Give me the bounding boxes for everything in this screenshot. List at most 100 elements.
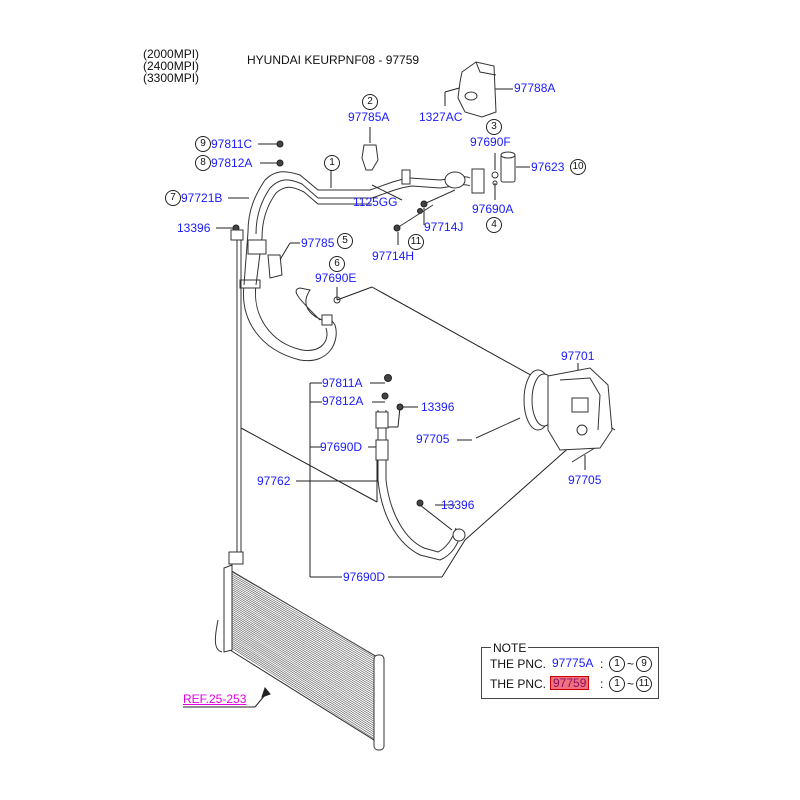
condenser-fin-line [231, 585, 377, 672]
condenser-fin-line [231, 571, 377, 657]
callout-8[interactable]: 8 [195, 155, 211, 171]
part-label-1327AC[interactable]: 1327AC [419, 110, 463, 124]
engine-variant-1: (2000MPI) [143, 47, 200, 61]
condenser-fin-line [231, 620, 377, 711]
callout-10[interactable]: 10 [570, 159, 586, 175]
condenser-fin-line [231, 608, 377, 698]
part-label-97701[interactable]: 97701 [561, 349, 595, 363]
part-label-97705-left[interactable]: 97705 [416, 432, 450, 446]
callout-11[interactable]: 11 [408, 234, 424, 250]
note-box [481, 647, 659, 699]
diagram-title: HYUNDAI KEURPNF08 - 97759 [247, 53, 420, 67]
engine-variant-2: (2400MPI) [143, 59, 200, 73]
part-label-97714J[interactable]: 97714J [424, 220, 464, 234]
condenser-fin-line [231, 587, 377, 674]
condenser-fin-line [231, 604, 377, 693]
condenser-fin-line [231, 626, 377, 717]
part-label-97623[interactable]: 97623 [531, 160, 565, 174]
callout-2[interactable]: 2 [362, 94, 378, 110]
condenser-fin-line [231, 577, 377, 663]
condenser-fin-line [231, 581, 377, 668]
suction-pipe [247, 168, 485, 239]
condenser-fin-line [231, 591, 377, 678]
condenser-fin-line [231, 632, 377, 723]
callout-5[interactable]: 5 [337, 233, 353, 249]
condenser-fin-line [231, 599, 377, 687]
note-row-1-from: 1 [609, 656, 625, 672]
part-label-97812A-top[interactable]: 97812A [211, 156, 253, 170]
callout-9[interactable]: 9 [195, 136, 211, 152]
condenser-fin-line [231, 639, 377, 732]
condenser-fin-line [231, 645, 377, 738]
condenser-fin-line [231, 636, 377, 728]
note-row-2-prefix: THE PNC. [490, 677, 547, 691]
part-label-97785A[interactable]: 97785A [348, 110, 390, 124]
note-row-1-to: 9 [636, 656, 652, 672]
condenser-fin-line [231, 597, 377, 685]
note-row-2-to: 11 [636, 676, 652, 692]
bracket-97788A [457, 61, 497, 118]
condenser-fin-line [231, 634, 377, 726]
condenser-fin-line [231, 610, 377, 700]
condenser-fin-line [231, 612, 377, 702]
note-row-1-colon: : [600, 657, 604, 671]
note-row-2-sep: ~ [627, 677, 635, 691]
note-row-2-from: 1 [609, 676, 625, 692]
part-label-97721B[interactable]: 97721B [181, 191, 223, 205]
callout-6[interactable]: 6 [329, 256, 345, 272]
condenser-fin-line [231, 614, 377, 704]
ref-link-25-253[interactable]: REF.25-253 [183, 692, 247, 706]
condenser-fin-line [231, 624, 377, 715]
condenser [214, 564, 385, 751]
note-row-1-pnc[interactable]: 97775A [552, 656, 594, 670]
condenser-fin-line [231, 628, 377, 719]
part-label-13396-mid[interactable]: 13396 [421, 400, 455, 414]
part-label-1125GG[interactable]: 1125GG [353, 195, 398, 209]
callout-4[interactable]: 4 [486, 217, 502, 233]
part-label-97690D-low[interactable]: 97690D [343, 570, 386, 584]
condenser-fin-line [231, 647, 377, 741]
condenser-fin-line [231, 638, 377, 730]
condenser-fin-line [231, 630, 377, 721]
condenser-fin-line [231, 573, 377, 659]
condenser-fin-line [231, 595, 377, 683]
note-row-2-pnc-highlighted[interactable]: 97759 [550, 676, 590, 690]
part-label-97811A[interactable]: 97811A [322, 376, 363, 390]
part-label-97811C[interactable]: 97811C [211, 137, 253, 151]
part-label-97762[interactable]: 97762 [257, 474, 291, 488]
note-row-2-colon: : [600, 677, 604, 691]
condenser-fin-line [231, 579, 377, 665]
condenser-fin-line [231, 641, 377, 734]
note-title: NOTE [491, 641, 529, 655]
part-label-97690D-mid[interactable]: 97690D [320, 440, 363, 454]
callout-1[interactable]: 1 [324, 155, 340, 171]
condenser-fin-line [231, 583, 377, 670]
condenser-fin-line [231, 616, 377, 706]
condenser-fin-line [231, 589, 377, 676]
bracket-97785A [361, 144, 379, 171]
part-label-97690F[interactable]: 97690F [470, 135, 511, 149]
part-label-97785[interactable]: 97785 [301, 236, 335, 250]
liquid-line [228, 229, 244, 565]
part-label-97705-right[interactable]: 97705 [568, 473, 602, 487]
callout-3[interactable]: 3 [486, 119, 502, 135]
note-row-1-prefix: THE PNC. [490, 657, 547, 671]
part-label-13396-left[interactable]: 13396 [177, 221, 211, 235]
condenser-fin-line [231, 622, 377, 713]
hose-97762 [375, 410, 466, 561]
part-label-13396-low[interactable]: 13396 [441, 498, 475, 512]
part-label-97690E[interactable]: 97690E [315, 271, 357, 285]
part-label-97690A[interactable]: 97690A [472, 202, 514, 216]
condenser-fin-line [231, 602, 377, 691]
engine-variant-3: (3300MPI) [143, 71, 200, 85]
callout-7[interactable]: 7 [165, 190, 181, 206]
condenser-fin-line [231, 593, 377, 680]
part-label-97788A[interactable]: 97788A [514, 81, 556, 95]
part-label-97714H[interactable]: 97714H [372, 249, 415, 263]
note-row-1-sep: ~ [627, 657, 635, 671]
part-label-97812A-mid[interactable]: 97812A [322, 394, 364, 408]
condenser-fin-line [231, 643, 377, 736]
condenser-fin-line [231, 618, 377, 708]
